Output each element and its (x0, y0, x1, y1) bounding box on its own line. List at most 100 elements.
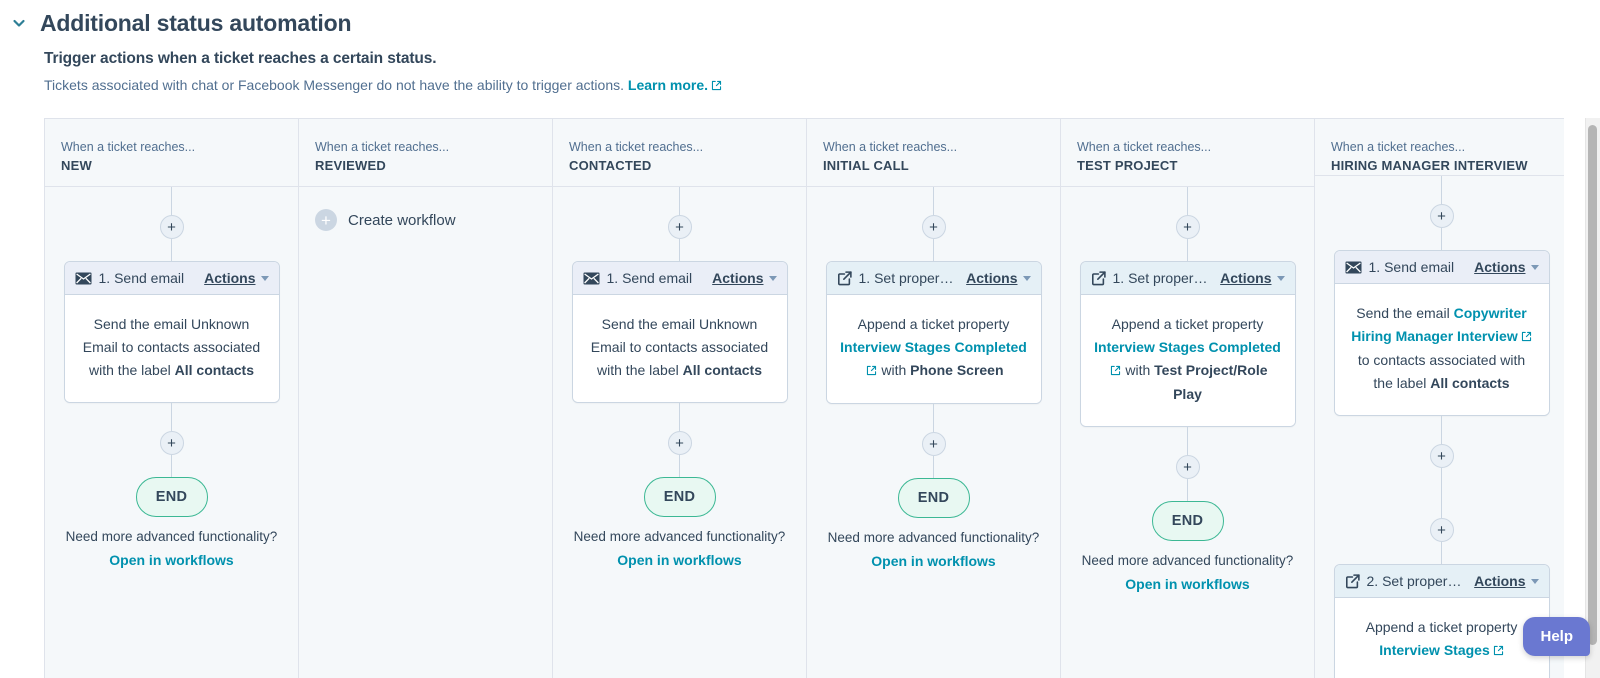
external-link-icon[interactable] (1521, 326, 1532, 349)
advanced-functionality-note: Need more advanced functionality?Open in… (553, 527, 806, 570)
connector-line (679, 455, 680, 477)
add-action-button[interactable]: + (921, 432, 946, 456)
card-body-link[interactable]: Interview Stages Completed (1094, 339, 1281, 355)
help-button[interactable]: Help (1523, 617, 1590, 656)
connector-line (1441, 542, 1442, 564)
connector-line (679, 239, 680, 261)
connector-line (933, 187, 934, 215)
open-in-workflows-link[interactable]: Open in workflows (871, 553, 996, 569)
connector-line (1187, 239, 1188, 261)
action-card-title: 1. Send email (1368, 259, 1455, 275)
action-card-title: 1. Set proper… (1112, 270, 1208, 286)
end-node[interactable]: END (1151, 501, 1224, 541)
add-action-button[interactable]: + (1175, 215, 1200, 239)
action-card-header: 1. Set proper… Actions (1080, 262, 1295, 295)
chevron-down-icon[interactable] (8, 12, 30, 34)
connector-line (933, 456, 934, 478)
column-trigger-label: When a ticket reaches... (569, 140, 704, 154)
action-card-header: 1. Set proper…Actions (826, 262, 1041, 295)
add-action-button[interactable]: + (1429, 518, 1454, 542)
add-action-button[interactable]: + (1429, 444, 1454, 468)
status-column: When a ticket reaches...NEW+1. Send emai… (45, 119, 299, 678)
end-node[interactable]: END (897, 478, 970, 518)
add-action-button[interactable]: + (921, 215, 946, 239)
connector-line (171, 239, 172, 261)
add-action-button[interactable]: + (667, 215, 692, 239)
envelope-icon (583, 272, 600, 285)
card-body-emphasis: Test Project/Role Play (1154, 362, 1268, 402)
create-workflow-button[interactable]: +Create workflow (315, 209, 456, 231)
plus-icon: + (315, 209, 337, 231)
column-header: When a ticket reaches...REVIEWED (299, 119, 552, 187)
card-body-emphasis: All contacts (1430, 375, 1510, 391)
card-body-emphasis: All contacts (682, 362, 762, 378)
learn-more-link[interactable]: Learn more. (628, 77, 722, 93)
action-card-actions-menu[interactable]: Actions (1474, 573, 1539, 589)
actions-label: Actions (712, 270, 764, 286)
column-header: When a ticket reaches...INITIAL CALL (807, 119, 1060, 187)
edit-square-icon (1345, 573, 1360, 589)
subtitle-block: Trigger actions when a ticket reaches a … (0, 38, 1600, 97)
card-body-emphasis: All contacts (174, 362, 254, 378)
connector-line (171, 187, 172, 215)
card-body-text: to contacts associated with the label (1357, 352, 1526, 391)
card-body-link[interactable]: Interview Stages Completed (840, 339, 1027, 355)
status-column: When a ticket reaches...REVIEWED +Create … (299, 119, 553, 678)
action-card-header: 2. Set proper…Actions (1334, 565, 1549, 598)
action-card-actions-menu[interactable]: Actions (204, 270, 269, 286)
open-in-workflows-link[interactable]: Open in workflows (109, 552, 234, 568)
edit-square-icon (837, 270, 852, 286)
chevron-down-icon (1276, 275, 1285, 281)
connector-line (679, 187, 680, 215)
open-in-workflows-link[interactable]: Open in workflows (1125, 576, 1250, 592)
external-link-icon[interactable] (866, 360, 877, 383)
section-title-row: Additional status automation (0, 8, 1600, 38)
action-card-actions-menu[interactable]: Actions (966, 270, 1031, 286)
column-trigger-label: When a ticket reaches... (823, 140, 958, 154)
card-body-link[interactable]: Interview Stages (1379, 642, 1490, 658)
open-in-workflows-link[interactable]: Open in workflows (617, 552, 742, 568)
column-status-name: NEW (61, 158, 92, 173)
action-card-actions-menu[interactable]: Actions (712, 270, 777, 286)
status-automation-board[interactable]: When a ticket reaches... NEW +1. Send emai… (44, 118, 1564, 678)
column-header: When a ticket reaches... HIRING MANAGER I… (1315, 119, 1564, 176)
external-link-icon[interactable] (1110, 360, 1121, 383)
action-card-body: Send the email Unknown Email to contacts… (64, 295, 279, 402)
section-note: Tickets associated with chat or Facebook… (44, 74, 1600, 97)
end-node[interactable]: END (135, 477, 208, 517)
status-column: When a ticket reaches... CONTACTED +1. Sen… (553, 119, 807, 678)
column-trigger-label: When a ticket reaches... (1331, 140, 1466, 154)
connector-line (1187, 479, 1188, 501)
board-columns: When a ticket reaches... NEW +1. Send emai… (45, 119, 1564, 678)
action-card-actions-menu[interactable]: Actions (1474, 259, 1539, 275)
add-action-button[interactable]: + (1175, 455, 1200, 479)
add-action-button[interactable]: + (1429, 204, 1454, 228)
column-status-name: CONTACTED (569, 158, 652, 173)
actions-label: Actions (204, 270, 256, 286)
add-action-button[interactable]: + (159, 431, 184, 455)
connector-line (171, 455, 172, 477)
action-card-actions-menu[interactable]: Actions (1220, 270, 1285, 286)
column-status-name: HIRING MANAGER INTERVIEW (1331, 158, 1528, 173)
add-action-button[interactable]: + (159, 215, 184, 239)
vertical-scrollbar-thumb[interactable] (1588, 125, 1597, 645)
section-subtitle: Trigger actions when a ticket reaches a … (44, 50, 437, 67)
card-body-link[interactable]: Copywriter Hiring Manager Interview (1351, 305, 1527, 344)
section-note-text: Tickets associated with chat or Facebook… (44, 77, 625, 93)
chevron-down-icon (1022, 275, 1031, 281)
column-body: +Create workflow (299, 187, 552, 678)
column-status-name: REVIEWED (315, 158, 386, 173)
end-node[interactable]: END (643, 477, 716, 517)
page-header: Additional status automation Trigger act… (0, 0, 1600, 97)
external-link-icon[interactable] (1493, 640, 1504, 663)
add-action-button[interactable]: + (667, 431, 692, 455)
external-link-icon (711, 75, 722, 97)
